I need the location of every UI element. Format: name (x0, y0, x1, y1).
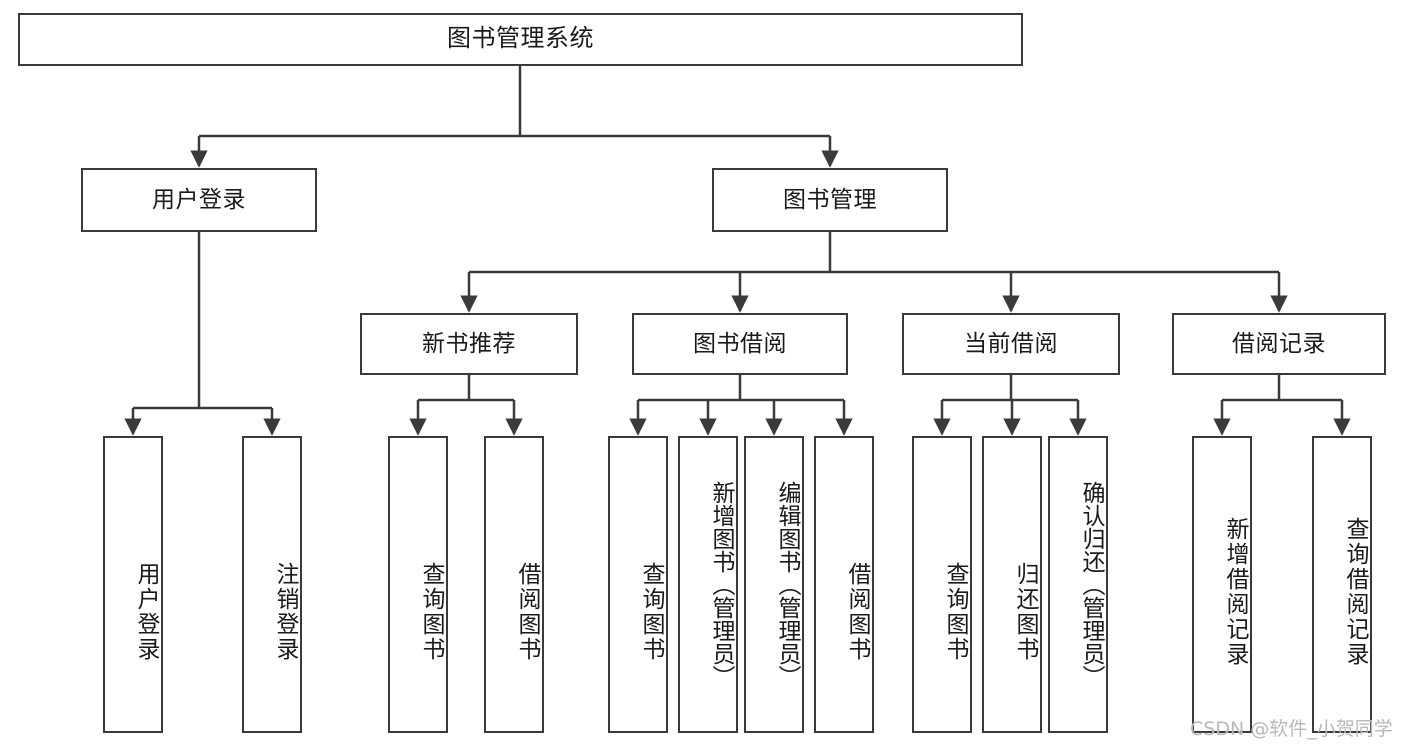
node-label: 查询图书 (639, 561, 665, 662)
node-label: 新书推荐 (422, 330, 516, 357)
node-label: 用户登录 (152, 186, 246, 213)
node-label: 借阅图书 (515, 561, 541, 662)
node-root-system[interactable]: 图书管理系统 (18, 13, 1023, 66)
node-user-login[interactable]: 用户登录 (81, 168, 317, 232)
node-label: 查询借阅记录 (1343, 516, 1369, 667)
node-new-book-recommend[interactable]: 新书推荐 (360, 313, 578, 375)
leaf-edit-book-admin[interactable]: 编辑图书（管理员） (744, 436, 804, 733)
leaf-add-book-admin[interactable]: 新增图书（管理员） (678, 436, 738, 733)
node-book-management[interactable]: 图书管理 (712, 168, 948, 232)
node-label: 当前借阅 (964, 330, 1058, 357)
leaf-logout[interactable]: 注销登录 (242, 436, 302, 733)
leaf-user-login[interactable]: 用户登录 (103, 436, 163, 733)
node-label: 借阅图书 (845, 561, 871, 662)
node-label: 编辑图书（管理员） (775, 481, 801, 688)
leaf-query-borrow-record[interactable]: 查询借阅记录 (1312, 436, 1372, 733)
node-label: 图书管理 (783, 186, 877, 213)
node-label: 查询图书 (419, 561, 445, 662)
leaf-query-books-current[interactable]: 查询图书 (912, 436, 972, 733)
node-current-borrow[interactable]: 当前借阅 (902, 313, 1120, 375)
csdn-watermark: CSDN @软件_小贺同学 (1190, 718, 1393, 740)
leaf-add-borrow-record[interactable]: 新增借阅记录 (1192, 436, 1252, 733)
node-label: 注销登录 (273, 561, 299, 662)
node-label: 新增借阅记录 (1223, 516, 1249, 667)
node-label: 图书借阅 (693, 330, 787, 357)
node-label: 查询图书 (943, 561, 969, 662)
node-label: 新增图书（管理员） (709, 481, 735, 688)
node-label: 确认归还（管理员） (1079, 481, 1105, 688)
node-label: 用户登录 (134, 561, 160, 662)
leaf-borrow-books-recommend[interactable]: 借阅图书 (484, 436, 544, 733)
node-label: 图书管理系统 (447, 25, 594, 53)
node-borrow-records[interactable]: 借阅记录 (1172, 313, 1386, 375)
leaf-return-books[interactable]: 归还图书 (982, 436, 1042, 733)
node-label: 借阅记录 (1232, 330, 1326, 357)
node-label: 归还图书 (1013, 561, 1039, 662)
leaf-confirm-return-admin[interactable]: 确认归还（管理员） (1048, 436, 1108, 733)
leaf-query-books-borrow[interactable]: 查询图书 (608, 436, 668, 733)
node-book-borrow[interactable]: 图书借阅 (632, 313, 848, 375)
leaf-borrow-books[interactable]: 借阅图书 (814, 436, 874, 733)
leaf-query-books-recommend[interactable]: 查询图书 (388, 436, 448, 733)
